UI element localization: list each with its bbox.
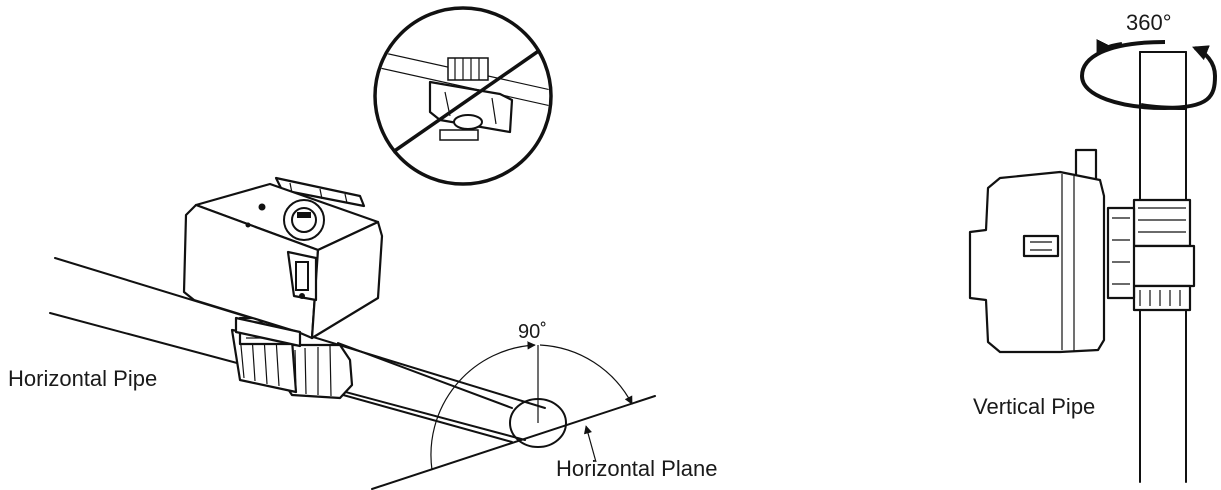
horizontal-plane-line bbox=[371, 395, 656, 490]
label-rotation-360: 360° bbox=[1126, 10, 1172, 35]
pipe-upper-edge bbox=[337, 342, 513, 409]
label-angle-90: 90˚ bbox=[518, 321, 547, 343]
vertical-valve bbox=[1106, 198, 1196, 312]
angle-arc-right bbox=[539, 344, 633, 405]
label-horizontal-plane: Horizontal Plane bbox=[556, 456, 717, 481]
prohibited-orientation-inset bbox=[373, 6, 553, 186]
plane-pointer bbox=[583, 425, 597, 463]
label-horizontal-pipe: Horizontal Pipe bbox=[8, 366, 157, 391]
angle-arc-left bbox=[430, 341, 536, 471]
label-vertical-pipe: Vertical Pipe bbox=[973, 394, 1095, 419]
actuator-horizontal bbox=[182, 176, 384, 348]
actuator-vertical bbox=[968, 170, 1106, 354]
prohibited-slash bbox=[392, 48, 541, 154]
horizontal-pipe-figure: Horizontal Pipe 90˚ Horizontal Plane bbox=[8, 176, 717, 490]
pipe-lower-edge bbox=[317, 387, 513, 443]
rotation-arrow-left bbox=[1096, 38, 1123, 57]
vertical-pipe-figure: 360° Vertical Pipe bbox=[968, 10, 1218, 483]
